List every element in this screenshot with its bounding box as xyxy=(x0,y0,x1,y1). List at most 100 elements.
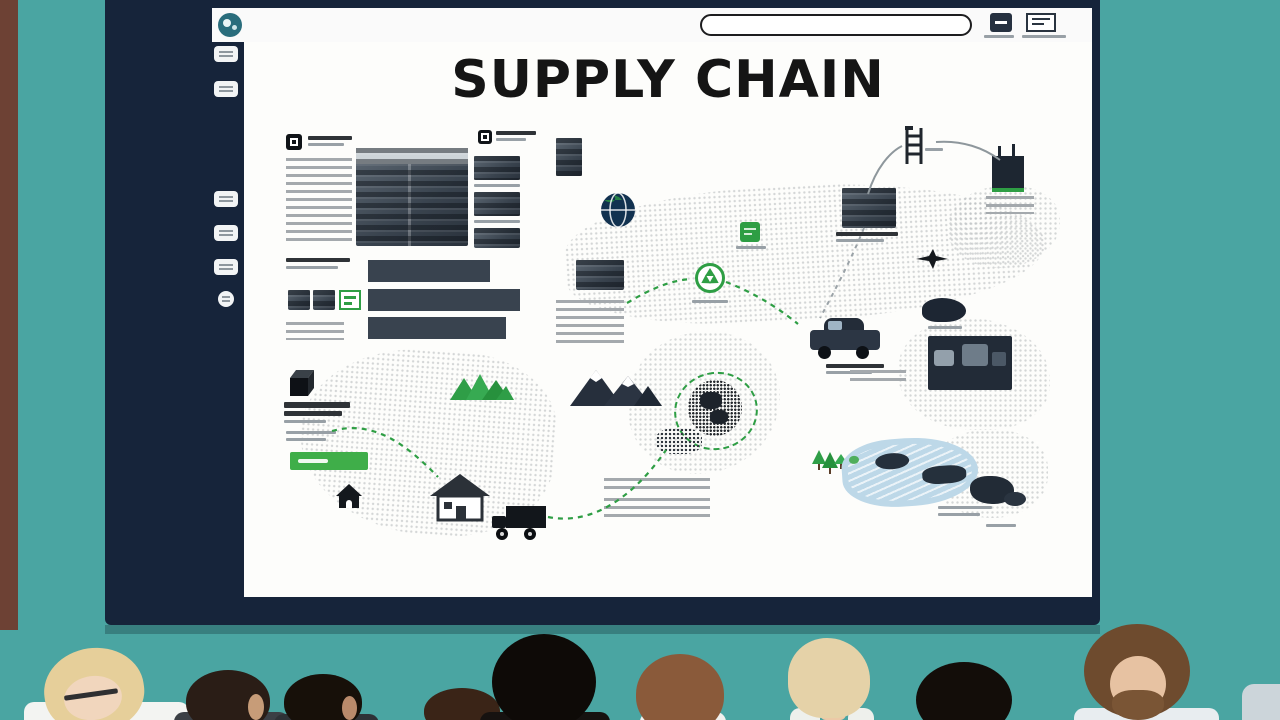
cube-sublabel xyxy=(286,431,336,434)
lake-caption xyxy=(938,513,980,516)
cta-button xyxy=(290,452,368,470)
browser-logo-icon[interactable] xyxy=(218,13,242,37)
header-subline xyxy=(496,138,526,141)
audience-member-3 xyxy=(274,674,379,720)
hair xyxy=(492,634,596,720)
label-line xyxy=(286,266,338,269)
header-line xyxy=(496,131,536,135)
continent-blob xyxy=(700,392,722,409)
corner-shoulder xyxy=(1242,684,1280,720)
list-icon-glyph xyxy=(290,138,298,146)
hair xyxy=(916,662,1012,720)
van-caption xyxy=(826,364,884,368)
sidebar-button-1[interactable] xyxy=(214,46,238,62)
caption-line xyxy=(836,232,898,236)
recycle-icon xyxy=(695,263,725,293)
badge-glyph xyxy=(344,296,356,299)
door xyxy=(346,500,352,508)
green-package-icon xyxy=(740,222,760,242)
header-line xyxy=(308,136,352,140)
package-label xyxy=(736,246,766,249)
dark-bar-2 xyxy=(368,289,520,311)
address-bar[interactable] xyxy=(700,14,972,36)
audience-member-7 xyxy=(784,638,876,720)
house-icon xyxy=(430,474,490,522)
dark-bar-1 xyxy=(368,260,490,282)
cargo-heap-icon xyxy=(922,298,966,322)
van-body xyxy=(810,330,880,350)
paragraph-block xyxy=(286,158,352,244)
cube-sublabel xyxy=(284,420,326,423)
continent-blob xyxy=(710,410,728,424)
toolbar-button-1-label xyxy=(984,35,1014,38)
stacked-cargo-photo xyxy=(556,138,582,176)
toolbar-button-1[interactable] xyxy=(990,13,1012,32)
sidebar-button-2[interactable] xyxy=(214,81,238,97)
port-green-stripe xyxy=(992,188,1024,192)
audience-member-8 xyxy=(916,662,1016,720)
slide-title: SUPPLY CHAIN xyxy=(451,50,885,110)
dark-bar-3 xyxy=(368,317,506,339)
house-glyph-icon xyxy=(336,484,362,510)
list-icon xyxy=(478,130,492,144)
crane-pole xyxy=(1012,144,1015,158)
truck-cab xyxy=(934,350,954,366)
sidebar-button-3[interactable] xyxy=(214,191,238,207)
africa-globe-icon xyxy=(688,380,742,436)
heap-label xyxy=(928,326,962,329)
label-line xyxy=(286,258,350,262)
caption-line xyxy=(836,239,884,242)
toolbar-button-2-label xyxy=(1022,35,1066,38)
wall-trim xyxy=(0,0,18,630)
paragraph-block xyxy=(604,498,710,520)
audience-member-2 xyxy=(174,670,289,720)
truck-cab xyxy=(962,344,988,366)
crane-ladder-icon xyxy=(905,126,923,164)
cube-sublabel xyxy=(286,438,326,441)
hair xyxy=(788,638,870,718)
recycle-label xyxy=(692,300,728,303)
logo-dot xyxy=(232,25,237,30)
paragraph-block xyxy=(556,300,624,344)
van-caption xyxy=(826,371,872,374)
paragraph-block xyxy=(986,196,1034,214)
globe-icon xyxy=(601,192,635,228)
package-line xyxy=(744,228,756,230)
button-glyph xyxy=(995,21,1007,24)
truck-cab xyxy=(992,352,1006,366)
photo-sky xyxy=(356,148,468,164)
package-cube-icon xyxy=(290,370,314,396)
toolbar-button-2[interactable] xyxy=(1026,13,1056,32)
rocks-icon xyxy=(1004,492,1026,506)
lake-caption xyxy=(938,506,992,509)
thumbnail-photo xyxy=(474,156,520,180)
shipping-containers-photo xyxy=(356,148,468,246)
button-glyph xyxy=(1032,23,1044,25)
port-cranes-icon xyxy=(992,144,1024,192)
header-subline xyxy=(308,143,344,146)
paragraph-block xyxy=(286,322,344,340)
audience-member-9 xyxy=(1074,624,1219,720)
map-caption xyxy=(986,524,1016,527)
face xyxy=(342,696,357,720)
sidebar-button-5[interactable] xyxy=(214,259,238,275)
caption-line xyxy=(474,184,520,187)
list-icon-glyph xyxy=(481,133,489,141)
sidebar-button-4[interactable] xyxy=(214,225,238,241)
cube-label xyxy=(284,402,350,408)
badge-glyph xyxy=(344,302,352,305)
thumbnail-photo xyxy=(474,228,520,248)
mini-photo xyxy=(313,290,335,310)
sidebar-button-6[interactable] xyxy=(218,291,234,307)
green-stat-badge xyxy=(339,290,361,310)
audience-member-6 xyxy=(632,654,728,720)
button-glyph xyxy=(1032,18,1050,20)
paragraph-block xyxy=(604,478,710,494)
green-mountains-icon xyxy=(450,374,514,400)
crane-label xyxy=(925,148,943,151)
button-text-placeholder xyxy=(298,459,328,463)
delivery-van-icon xyxy=(810,318,882,364)
thumbnail-photo xyxy=(474,192,520,216)
caption-line xyxy=(474,220,520,223)
